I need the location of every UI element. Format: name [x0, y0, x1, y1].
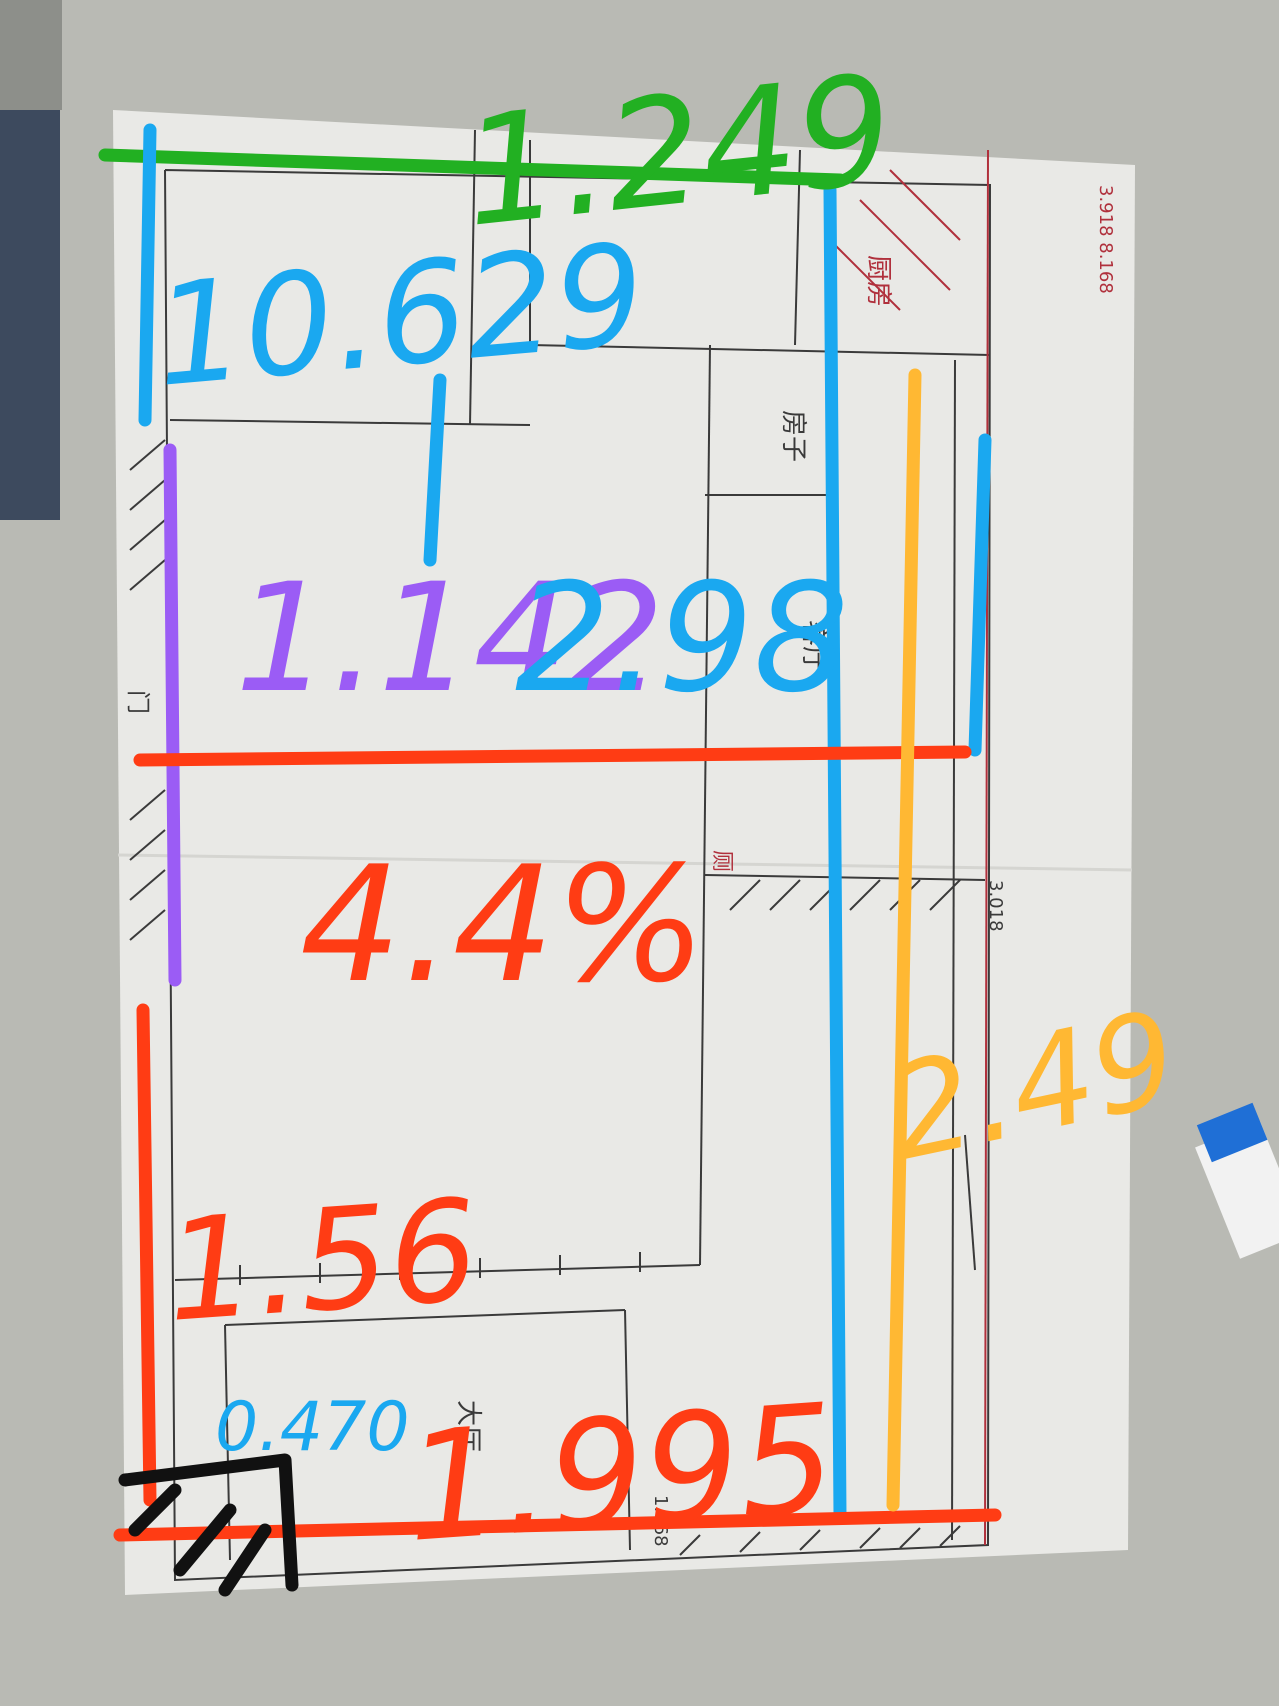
handwriting-purple: 1.142 — [235, 552, 664, 726]
marker-lines — [98, 123, 1002, 1597]
label-living: 客厅 — [798, 620, 828, 672]
handwriting-blue-mid: 2.98 — [515, 552, 849, 726]
red-border — [984, 149, 989, 1546]
handwriting-blue-small: 0.470 — [215, 1388, 410, 1467]
marker-object — [1195, 1102, 1279, 1259]
wall-hatching — [129, 439, 961, 1556]
kitchen-hatch — [829, 169, 961, 311]
paper-sheet — [113, 110, 1135, 1595]
label-bottom-room: 大厅 — [453, 1400, 483, 1452]
label-dims-right-top: 3.918 8.168 — [1095, 185, 1116, 294]
label-dim-right-mid: 3.018 — [985, 880, 1006, 932]
label-door: 门 — [124, 690, 152, 714]
desk-corner-texture — [0, 0, 62, 110]
label-kitchen: 厨房 — [863, 255, 893, 307]
label-bedroom: 房子 — [778, 410, 808, 462]
paper-fold — [117, 853, 1133, 872]
handwriting-red-mid: 4.4% — [300, 831, 706, 1018]
handwriting-red-bottom: 1.995 — [400, 1372, 841, 1576]
label-bathroom: 厕 — [709, 850, 734, 872]
handwriting-red-left: 1.56 — [161, 1170, 483, 1354]
